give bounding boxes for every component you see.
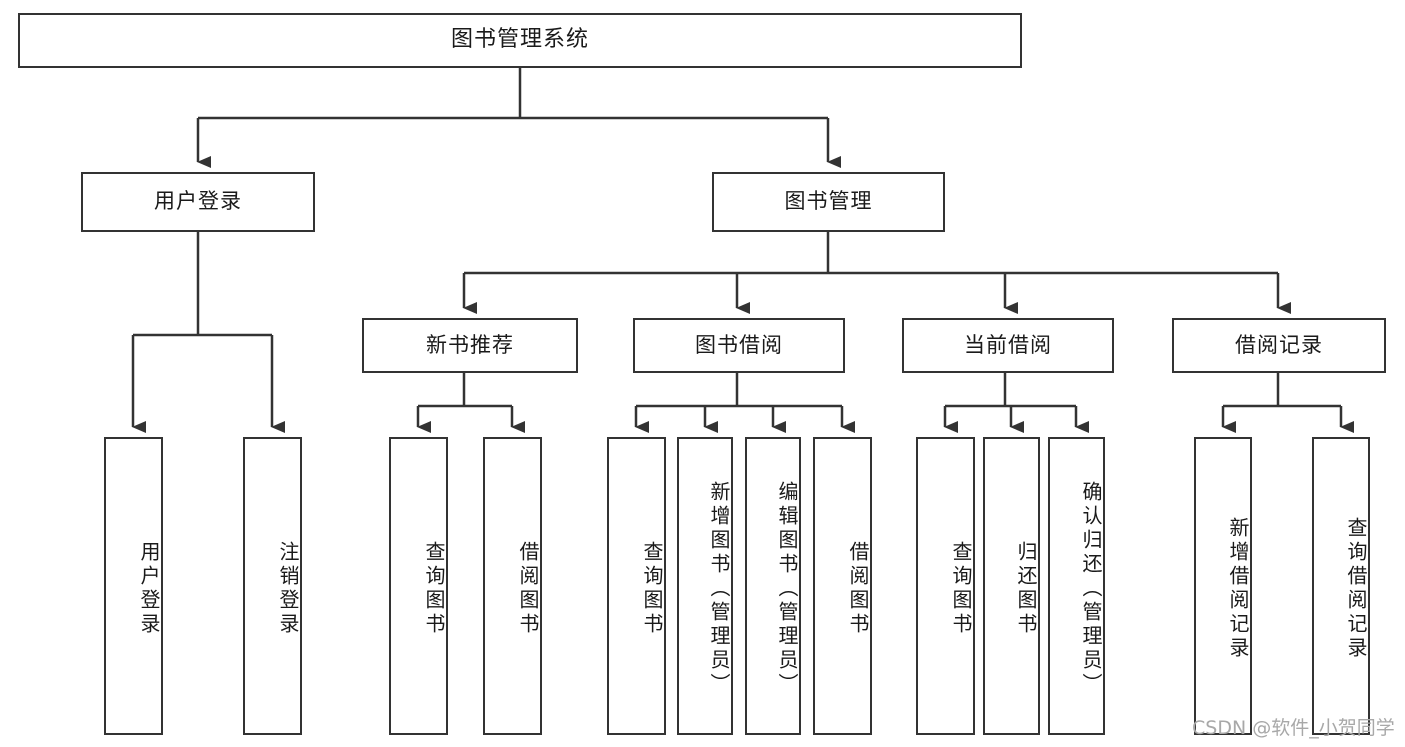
node-user-login[interactable]: 用户登录 bbox=[81, 172, 315, 232]
leaf-label: 归还图书 bbox=[1014, 541, 1038, 637]
leaf-book-borrow-add[interactable]: 新增图书（管理员） bbox=[677, 437, 733, 735]
leaf-label: 查询图书 bbox=[640, 541, 664, 637]
leaf-borrow-record-query[interactable]: 查询借阅记录 bbox=[1312, 437, 1370, 735]
leaf-book-borrow-lend[interactable]: 借阅图书 bbox=[813, 437, 872, 735]
leaf-label: 编辑图书（管理员） bbox=[775, 481, 799, 697]
node-book-borrow[interactable]: 图书借阅 bbox=[633, 318, 845, 373]
leaf-label: 查询图书 bbox=[949, 541, 973, 637]
leaf-book-borrow-edit[interactable]: 编辑图书（管理员） bbox=[745, 437, 801, 735]
leaf-current-borrow-query[interactable]: 查询图书 bbox=[916, 437, 975, 735]
leaf-label: 借阅图书 bbox=[516, 541, 540, 637]
node-root-system[interactable]: 图书管理系统 bbox=[18, 13, 1022, 68]
leaf-new-book-borrow[interactable]: 借阅图书 bbox=[483, 437, 542, 735]
leaf-current-borrow-confirm[interactable]: 确认归还（管理员） bbox=[1048, 437, 1105, 735]
leaf-current-borrow-return[interactable]: 归还图书 bbox=[983, 437, 1040, 735]
leaf-label: 注销登录 bbox=[276, 541, 300, 637]
leaf-label: 用户登录 bbox=[137, 541, 161, 637]
leaf-book-borrow-query[interactable]: 查询图书 bbox=[607, 437, 666, 735]
node-current-borrow[interactable]: 当前借阅 bbox=[902, 318, 1114, 373]
leaf-label: 确认归还（管理员） bbox=[1079, 481, 1103, 697]
node-book-management[interactable]: 图书管理 bbox=[712, 172, 945, 232]
leaf-new-book-query[interactable]: 查询图书 bbox=[389, 437, 448, 735]
leaf-label: 查询借阅记录 bbox=[1344, 517, 1368, 661]
leaf-label: 新增借阅记录 bbox=[1226, 517, 1250, 661]
node-new-book-recommend[interactable]: 新书推荐 bbox=[362, 318, 578, 373]
leaf-user-login-login[interactable]: 用户登录 bbox=[104, 437, 163, 735]
leaf-label: 借阅图书 bbox=[846, 541, 870, 637]
leaf-label: 查询图书 bbox=[422, 541, 446, 637]
leaf-user-login-logout[interactable]: 注销登录 bbox=[243, 437, 302, 735]
watermark-text: CSDN @软件_小贺同学 bbox=[1192, 717, 1395, 739]
leaf-label: 新增图书（管理员） bbox=[707, 481, 731, 697]
node-borrow-record[interactable]: 借阅记录 bbox=[1172, 318, 1386, 373]
leaf-borrow-record-add[interactable]: 新增借阅记录 bbox=[1194, 437, 1252, 735]
